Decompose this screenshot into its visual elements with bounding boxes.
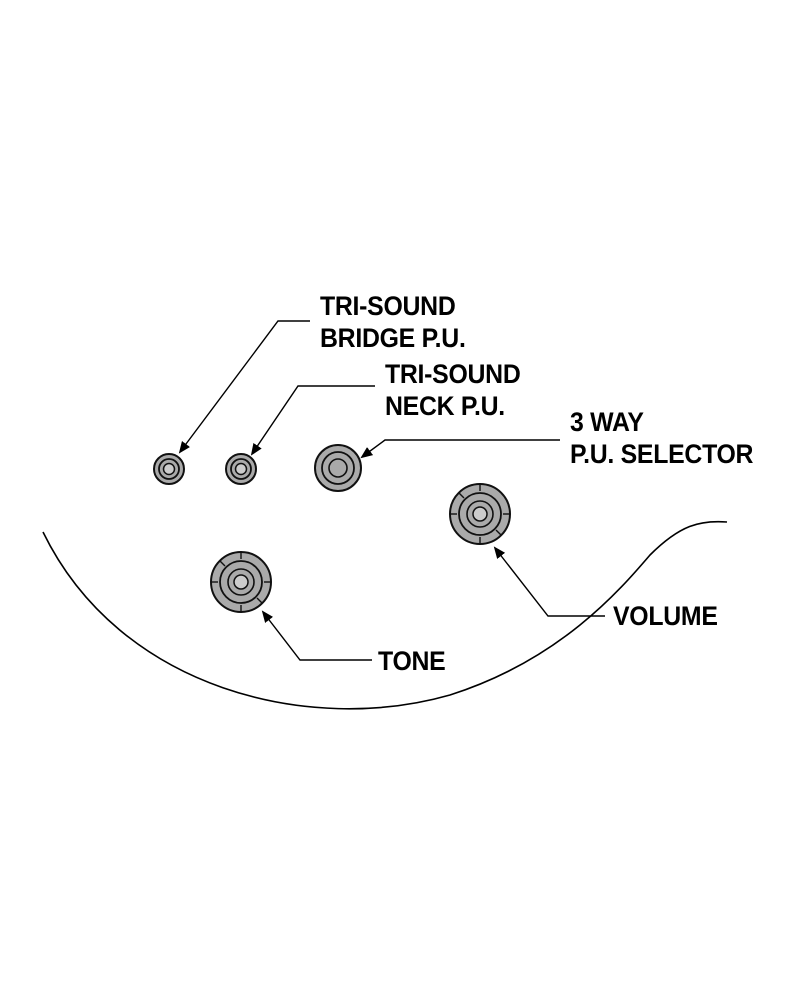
label-tri-sound-bridge-line2: BRIDGE P.U. [320, 323, 466, 353]
label-volume-text: VOLUME [613, 601, 718, 631]
label-tri-sound-neck-line1: TRI-SOUND [385, 359, 521, 389]
label-tri-sound-bridge-line1: TRI-SOUND [320, 291, 456, 321]
label-pickup-selector: 3 WAY P.U. SELECTOR [570, 406, 753, 470]
label-tone-text: TONE [378, 646, 446, 676]
leader-selector [360, 439, 560, 459]
label-pickup-selector-line1: 3 WAY [570, 407, 644, 437]
label-tri-sound-neck: TRI-SOUND NECK P.U. [385, 358, 521, 422]
body-outline [42, 520, 728, 710]
leader-tone [261, 610, 372, 661]
tri-sound-bridge-switch[interactable] [153, 453, 185, 485]
label-tone: TONE [378, 645, 446, 677]
leader-volume [493, 546, 605, 617]
label-volume: VOLUME [613, 600, 718, 632]
pickup-selector-switch[interactable] [314, 444, 362, 492]
tri-sound-neck-switch[interactable] [225, 453, 257, 485]
label-pickup-selector-line2: P.U. SELECTOR [570, 439, 754, 469]
label-tri-sound-neck-line2: NECK P.U. [385, 391, 505, 421]
tone-knob[interactable] [210, 551, 272, 613]
leader-neck [250, 385, 375, 456]
leader-bridge [178, 320, 310, 454]
volume-knob[interactable] [449, 483, 511, 545]
label-tri-sound-bridge: TRI-SOUND BRIDGE P.U. [320, 290, 466, 354]
